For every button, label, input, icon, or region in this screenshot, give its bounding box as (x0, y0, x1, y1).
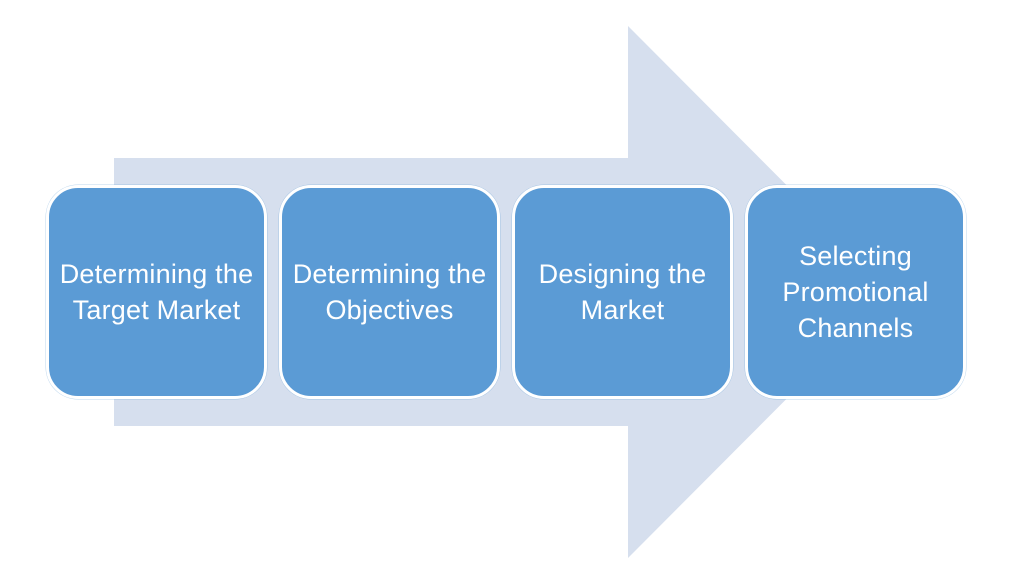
step-label: Designing the Market (538, 259, 707, 325)
step-label: Determining the Objectives (292, 259, 487, 325)
step-box-designing-market: Designing the Market (512, 185, 733, 399)
step-box-promotional-channels: Selecting Promotional Channels (745, 185, 966, 399)
step-label: Selecting Promotional Channels (782, 241, 929, 343)
step-box-target-market: Determining the Target Market (46, 185, 267, 399)
step-label: Determining the Target Market (59, 259, 254, 325)
step-box-objectives: Determining the Objectives (279, 185, 500, 399)
arrow-shape (114, 26, 893, 558)
